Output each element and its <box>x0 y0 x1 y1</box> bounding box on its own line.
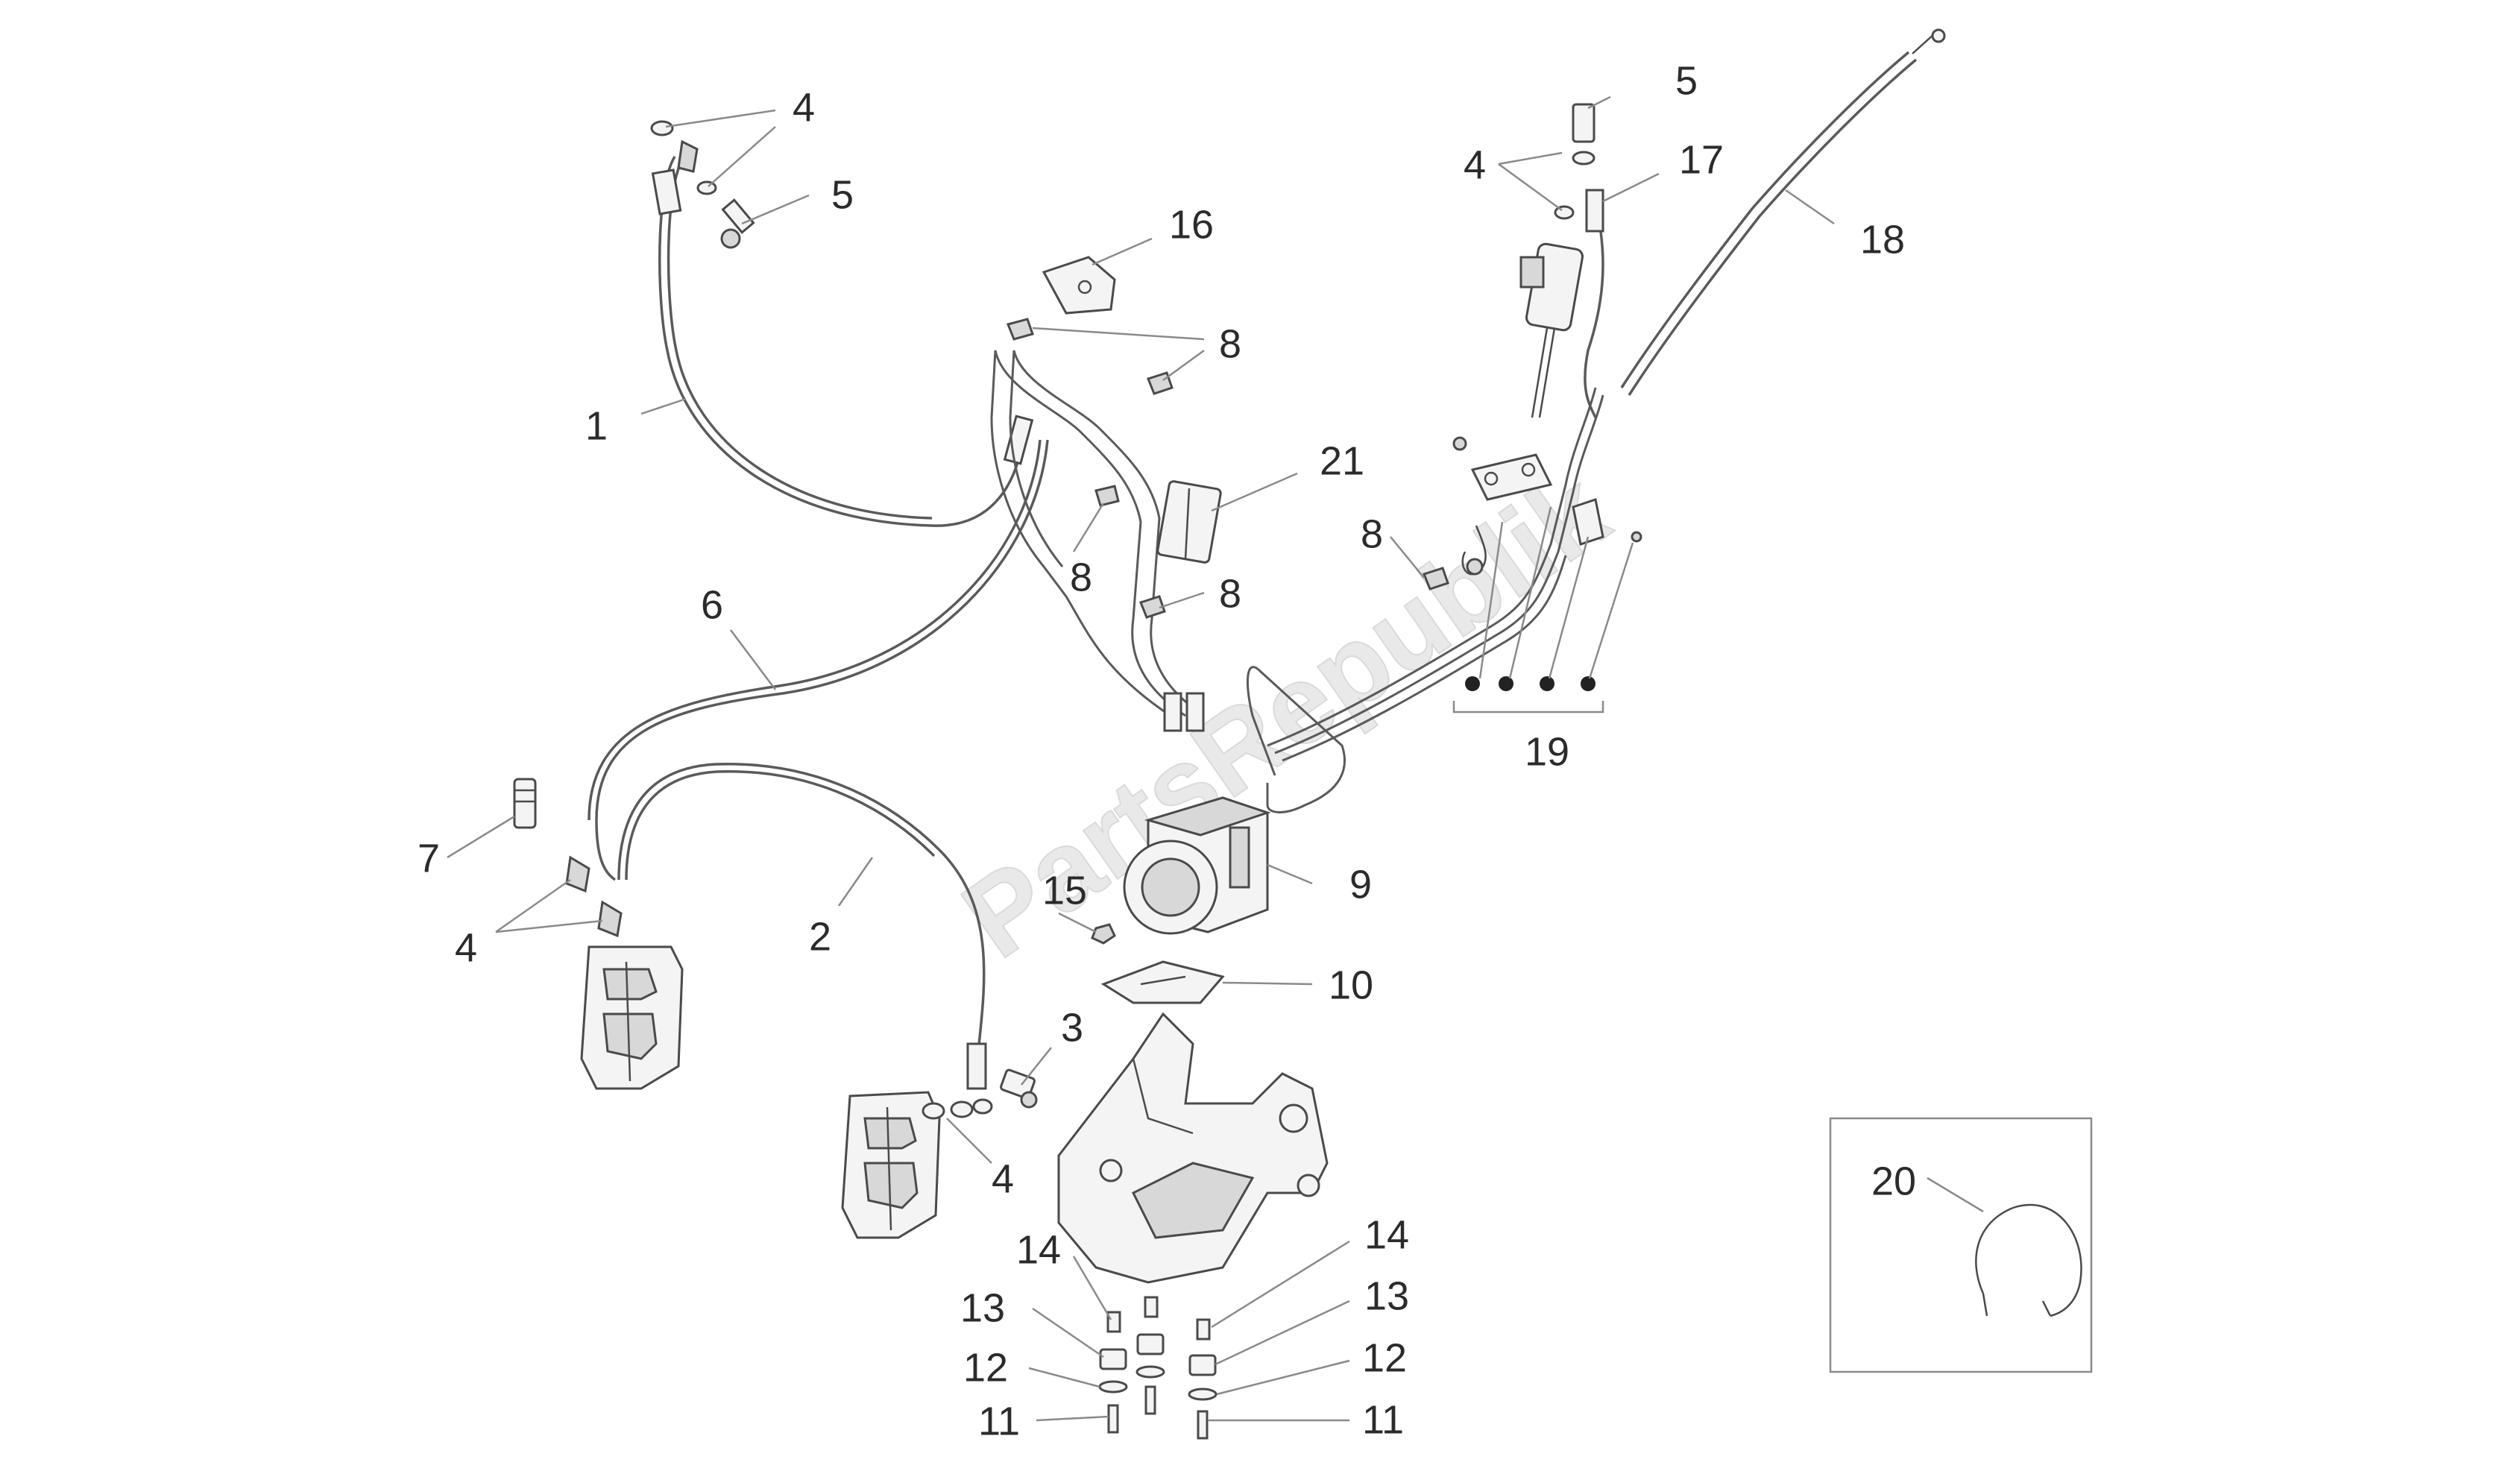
callout-8-right: 8 <box>1361 511 1383 556</box>
banjo-bolt-5-right <box>1572 103 1596 166</box>
callout-13-left: 13 <box>960 1285 1005 1330</box>
rear-master-cylinder <box>1519 242 1584 418</box>
rubber-mount-stack-left <box>1098 1311 1128 1434</box>
callout-5-right: 5 <box>1675 58 1698 103</box>
callout-21: 21 <box>1320 438 1364 483</box>
callout-4-upper-left: 4 <box>793 85 815 130</box>
banjo-bolt-5-left <box>720 198 755 249</box>
clip-8-mid <box>1094 485 1120 507</box>
callout-3: 3 <box>1061 1005 1083 1050</box>
callout-13-right: 13 <box>1364 1273 1409 1318</box>
connector-21 <box>1156 480 1222 564</box>
clip-8-right <box>1423 567 1449 590</box>
brake-hose-2 <box>617 762 987 1090</box>
leader-lines <box>447 95 1984 1422</box>
callout-8-mid: 8 <box>1219 571 1241 616</box>
bracket-16 <box>1042 256 1116 315</box>
callout-labels: 1 2 3 4 4 4 4 5 5 6 7 8 8 8 8 9 10 11 11… <box>418 58 1916 1443</box>
abs-loop-pipes <box>1247 387 1604 813</box>
callout-19: 19 <box>1525 729 1569 774</box>
callout-8-top: 8 <box>1219 321 1241 366</box>
callout-6: 6 <box>701 582 723 627</box>
callout-12-left: 12 <box>963 1345 1008 1390</box>
callout-14-right: 14 <box>1364 1212 1409 1257</box>
brake-caliper-left <box>580 945 684 1090</box>
callout-5-left: 5 <box>831 172 854 217</box>
brake-hose-18 <box>1620 28 1946 396</box>
callout-2: 2 <box>809 914 831 959</box>
callout-11-left: 11 <box>978 1399 1020 1443</box>
callout-10: 10 <box>1329 963 1373 1007</box>
washer-4-left <box>565 855 623 938</box>
callout-1: 1 <box>585 403 608 448</box>
callout-18: 18 <box>1860 217 1905 262</box>
washer-4-upper <box>650 120 717 195</box>
callout-4-upper-right: 4 <box>1464 142 1486 187</box>
bracket-19-dots <box>1452 506 1634 714</box>
brake-caliper-right <box>841 1091 941 1239</box>
callout-17: 17 <box>1679 137 1724 182</box>
brake-hose-6 <box>588 439 1049 881</box>
rubber-mount-stack-right <box>1188 1318 1218 1440</box>
abs-pipes <box>990 350 1205 732</box>
abs-module-9 <box>1123 796 1271 935</box>
clip-8-upper-a <box>1006 318 1034 341</box>
nut-15 <box>1091 923 1116 945</box>
callout-16: 16 <box>1169 202 1214 247</box>
callout-12-right: 12 <box>1362 1335 1407 1380</box>
brake-hose-1 <box>651 156 1034 527</box>
rubber-mount-stack-center <box>1135 1296 1165 1415</box>
clip-8-lower <box>1139 595 1166 619</box>
bleed-screw-7 <box>513 778 537 829</box>
callout-7: 7 <box>418 836 440 881</box>
callout-4-caliper: 4 <box>992 1156 1014 1201</box>
callout-20: 20 <box>1871 1159 1916 1203</box>
washer-4-caliper <box>922 1098 993 1120</box>
callout-11-right: 11 <box>1362 1397 1404 1442</box>
callout-8-mid-left: 8 <box>1070 555 1092 599</box>
callout-14-left: 14 <box>1016 1227 1061 1272</box>
bracket-19-set <box>1452 436 1642 576</box>
callout-9: 9 <box>1349 862 1372 907</box>
plate-10 <box>1100 960 1225 1004</box>
inset-box-20 <box>1829 1117 2093 1373</box>
brake-hose-17 <box>1584 189 1604 418</box>
callout-15: 15 <box>1042 868 1087 913</box>
callout-4-left: 4 <box>455 925 477 970</box>
banjo-bolt-3 <box>1000 1068 1038 1109</box>
abs-support-bracket <box>1057 1012 1329 1284</box>
